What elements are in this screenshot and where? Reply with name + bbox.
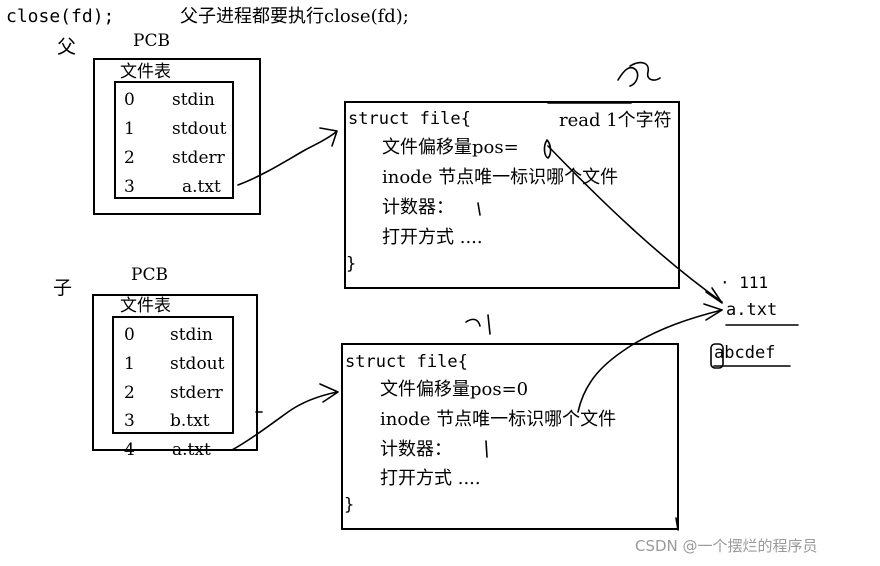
- child-label: 子: [53, 277, 73, 299]
- child-fd: 0: [124, 325, 135, 345]
- read-annotation: read 1个字符: [559, 110, 672, 131]
- parent-fd: 3: [124, 177, 135, 197]
- parent-fd-name: stderr: [172, 148, 225, 168]
- disk-file-name: a.txt: [726, 300, 778, 320]
- file-struct-bottom: [341, 343, 679, 530]
- struct-line: 计数器：: [380, 439, 452, 460]
- struct-line: 文件偏移量pos=0: [380, 379, 529, 400]
- child-pcb-label: PCB: [131, 265, 168, 285]
- parent-fd-name: stdout: [172, 119, 227, 139]
- child-pcb-box: [92, 294, 258, 451]
- child-fd: 3: [124, 411, 135, 431]
- child-fd-name: stderr: [170, 383, 223, 403]
- parent-fd: 2: [124, 148, 135, 168]
- scribble-top: [617, 61, 661, 87]
- parent-file-table: [114, 81, 234, 199]
- struct-line: struct file{: [348, 109, 471, 129]
- struct-line: struct file{: [345, 352, 468, 372]
- parent-label: 父: [57, 36, 77, 58]
- struct-line: }: [346, 254, 357, 274]
- parent-pcb-label: PCB: [133, 31, 170, 51]
- child-fd: 4: [124, 440, 135, 460]
- struct-line: inode 节点唯一标识哪个文件: [380, 409, 617, 430]
- header-note: 父子进程都要执行close(fd);: [180, 6, 409, 27]
- struct-line: inode 节点唯一标识哪个文件: [382, 167, 619, 188]
- parent-fd: 1: [124, 119, 135, 139]
- header-code: close(fd);: [6, 6, 115, 27]
- parent-fd: 0: [124, 90, 135, 110]
- struct-line: 打开方式 ....: [382, 227, 483, 248]
- watermark: CSDN @一个摆烂的程序员: [635, 537, 818, 555]
- arrow-head: [319, 127, 338, 147]
- child-fd-name: a.txt: [172, 440, 211, 460]
- parent-fd-name: stdin: [172, 90, 215, 110]
- struct-line: 文件偏移量pos=: [382, 137, 519, 158]
- scribble-bottom: [465, 314, 491, 335]
- child-fd-name: stdout: [170, 354, 225, 374]
- parent-file-table-title: 文件表: [120, 62, 171, 82]
- struct-line: 计数器：: [382, 197, 454, 218]
- disk-file-mark: · 111: [720, 273, 769, 292]
- child-fd: 1: [124, 354, 135, 374]
- child-fd-name: stdin: [170, 325, 213, 345]
- child-file-table: [112, 316, 234, 434]
- child-fd-name: b.txt: [170, 411, 210, 431]
- arrow-head: [703, 303, 723, 321]
- disk-file-content: abcdef: [714, 343, 776, 363]
- struct-line: 打开方式 ....: [380, 468, 481, 489]
- child-file-table-title: 文件表: [120, 296, 171, 316]
- struct-line: }: [344, 495, 355, 515]
- parent-fd-name: a.txt: [182, 177, 221, 197]
- child-fd: 2: [124, 383, 135, 403]
- arrow-head: [319, 383, 339, 403]
